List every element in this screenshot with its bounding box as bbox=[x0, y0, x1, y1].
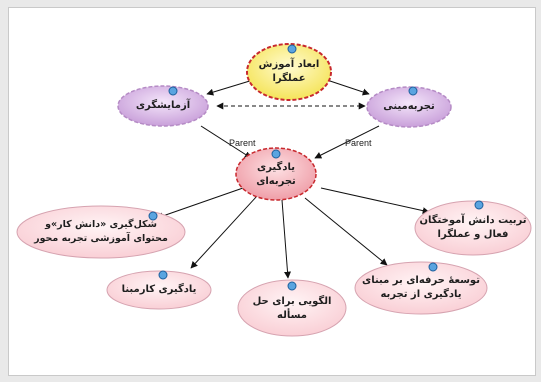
node-c2-label: یادگیری کارمبنا bbox=[121, 284, 197, 295]
node-center[interactable] bbox=[235, 147, 317, 201]
node-dots bbox=[148, 44, 484, 291]
node-c3[interactable] bbox=[237, 279, 347, 337]
edge-right-center bbox=[314, 125, 380, 159]
diagram-edges bbox=[16, 43, 532, 337]
node-right-label: تجربه‌مینی bbox=[383, 101, 435, 112]
edge-top-left bbox=[206, 79, 254, 96]
node-top[interactable] bbox=[246, 43, 332, 101]
edge-top-right bbox=[326, 79, 370, 96]
edge-center-c4 bbox=[304, 197, 388, 266]
dot-icon bbox=[148, 211, 158, 221]
edge-center-c1 bbox=[156, 187, 244, 220]
dot-icon bbox=[408, 86, 418, 96]
node-c5-label: تربیت دانش آموختگان فعال و عملگرا bbox=[419, 215, 527, 240]
dot-icon bbox=[271, 149, 281, 159]
node-c1-label: شکل‌گیری «دانش کار»و محتوای آموزشی تجربه… bbox=[34, 219, 168, 244]
node-left-label: آزمایشگری bbox=[135, 100, 191, 111]
node-c5[interactable] bbox=[414, 200, 532, 256]
dot-icon bbox=[168, 86, 178, 96]
dot-icon bbox=[428, 262, 438, 272]
edge-center-c2 bbox=[190, 195, 258, 269]
node-c4[interactable] bbox=[354, 261, 488, 315]
node-c4-label: توسعهٔ حرفه‌ای بر مبنای یادگیری از تجربه bbox=[362, 275, 480, 300]
node-right[interactable] bbox=[366, 86, 452, 128]
diagram-canvas: ابعاد آموزش عملگرا آزمایشگری تجربه‌مینی … bbox=[8, 7, 536, 376]
edge-center-c3 bbox=[281, 199, 292, 279]
dot-icon bbox=[287, 44, 297, 54]
dot-icon bbox=[474, 200, 484, 210]
edge-label-right: Parent bbox=[345, 138, 372, 148]
edge-left-center bbox=[200, 125, 252, 159]
node-top-label: ابعاد آموزش عملگرا bbox=[258, 59, 320, 84]
node-c3-label: الگویی برای حل مسأله bbox=[252, 296, 332, 321]
node-center-label: یادگیری تجربه‌ای bbox=[256, 162, 296, 187]
edge-center-c5 bbox=[320, 187, 430, 215]
dot-icon bbox=[158, 270, 168, 280]
node-left[interactable] bbox=[117, 85, 209, 127]
node-c1[interactable] bbox=[16, 205, 186, 259]
edge-label-left: Parent bbox=[229, 138, 256, 148]
node-c2[interactable] bbox=[106, 270, 212, 310]
dot-icon bbox=[287, 281, 297, 291]
